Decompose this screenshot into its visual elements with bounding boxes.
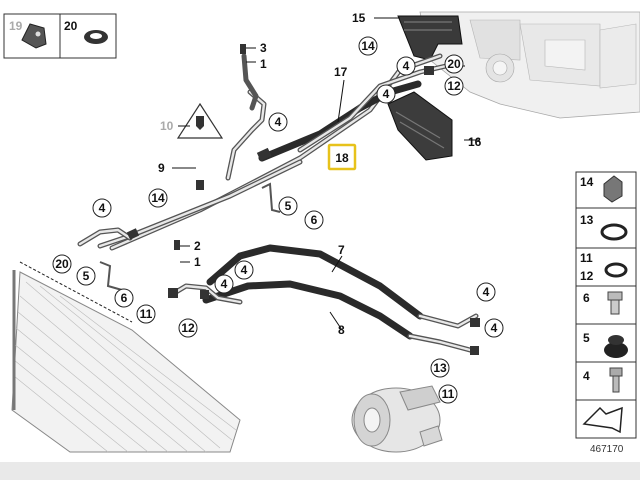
callout-20b: 20	[55, 257, 69, 271]
callout-group: 14 4 20 12 4 4 14 4 5 6 20 5 6	[52, 36, 504, 404]
label-9: 9	[158, 161, 165, 175]
inset-label-19: 19	[9, 19, 23, 33]
callout-4e: 4	[221, 277, 228, 291]
footer-bar	[0, 462, 640, 480]
label-10: 10	[160, 119, 174, 133]
callout-12b: 12	[181, 321, 195, 335]
condenser	[11, 261, 241, 453]
callout-6b: 6	[121, 291, 128, 305]
callout-5b: 5	[83, 269, 90, 283]
legend-label-4: 4	[583, 369, 590, 383]
bolt-icon	[609, 367, 623, 393]
inset-panel: 19 20	[3, 13, 117, 59]
inset-label-20: 20	[64, 19, 78, 33]
callout-11a: 11	[140, 307, 153, 321]
legend-label-11: 11	[580, 251, 593, 265]
cover-part-16	[387, 91, 453, 161]
callout-14a: 14	[361, 39, 375, 53]
label-8: 8	[338, 323, 345, 337]
callout-6a: 6	[311, 213, 318, 227]
callout-4c: 4	[275, 115, 282, 129]
hvac-housing	[419, 11, 640, 119]
highlight-part-18[interactable]: 18	[327, 143, 357, 171]
callout-14b: 14	[151, 191, 165, 205]
label-16: 16	[468, 135, 482, 149]
label-3: 3	[260, 41, 267, 55]
compressor	[351, 385, 443, 453]
label-1a: 1	[260, 57, 267, 71]
legend-label-5: 5	[583, 331, 590, 345]
callout-4f: 4	[241, 263, 248, 277]
callout-4b: 4	[383, 87, 390, 101]
nut-icon	[607, 291, 623, 315]
mount-bracket-15	[397, 15, 463, 61]
label-18: 18	[335, 151, 349, 165]
arrow-pointer-icon	[582, 406, 623, 434]
callout-4g: 4	[483, 285, 490, 299]
callout-11b: 11	[442, 387, 455, 401]
legend-column: 14 13 11 12 6 5 4	[575, 171, 637, 439]
o-ring-icon	[600, 223, 628, 241]
callout-20a: 20	[447, 57, 461, 71]
label-17: 17	[334, 65, 348, 79]
legend-label-6: 6	[583, 291, 590, 305]
grommet-icon	[604, 335, 628, 358]
callout-13: 13	[433, 361, 447, 375]
callout-4h: 4	[491, 321, 498, 335]
diagram-id: 467170	[590, 444, 624, 455]
callout-12a: 12	[447, 79, 461, 93]
clip-icon	[603, 175, 623, 203]
callout-5a: 5	[285, 199, 292, 213]
label-7: 7	[338, 243, 345, 257]
legend-label-14: 14	[580, 175, 594, 189]
label-15: 15	[352, 11, 366, 25]
legend-label-13: 13	[580, 213, 594, 227]
callout-4d: 4	[99, 201, 106, 215]
seal-ring-icon	[604, 262, 628, 278]
bracket-icon	[21, 23, 47, 49]
warning-triangle-icon	[176, 102, 224, 139]
label-1b: 1	[194, 255, 201, 269]
label-2: 2	[194, 239, 201, 253]
legend-label-12: 12	[580, 269, 594, 283]
callout-4a: 4	[403, 59, 410, 73]
